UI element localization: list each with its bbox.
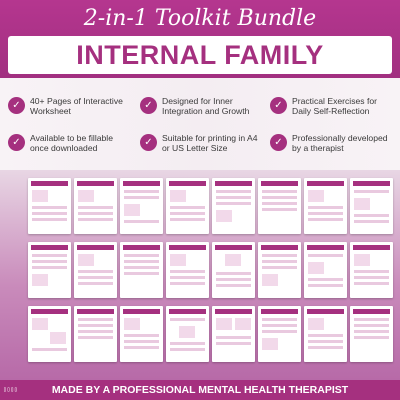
product-title: INTERNAL FAMILY SYSTEMS xyxy=(76,40,324,108)
worksheet-thumbnail xyxy=(28,178,71,234)
check-icon: ✓ xyxy=(270,134,287,151)
worksheet-thumbnail xyxy=(28,242,71,298)
worksheet-thumbnail xyxy=(120,242,163,298)
feature-text: Professionally developed by a therapist xyxy=(292,133,388,153)
worksheet-thumbnail xyxy=(74,306,117,362)
worksheet-previews xyxy=(0,170,400,380)
bundle-subtitle: 2-in-1 Toolkit Bundle xyxy=(83,6,317,31)
check-icon: ✓ xyxy=(140,134,157,151)
feature-item: ✓ Professionally developed by a therapis… xyxy=(270,133,392,153)
worksheet-thumbnail xyxy=(166,306,209,362)
worksheet-thumbnail xyxy=(212,178,255,234)
feature-text: Available to be fillable once downloaded xyxy=(30,133,113,153)
feature-item: ✓ Suitable for printing in A4 or US Lett… xyxy=(140,133,262,153)
feature-item: ✓ 40+ Pages of Interactive Worksheet xyxy=(8,96,130,116)
feature-text: Designed for Inner Integration and Growt… xyxy=(162,96,250,116)
worksheet-thumbnail xyxy=(166,178,209,234)
worksheet-thumbnail xyxy=(74,178,117,234)
footer-credit: MADE BY A PROFESSIONAL MENTAL HEALTH THE… xyxy=(51,384,349,396)
check-icon: ✓ xyxy=(140,97,157,114)
header-banner: 2-in-1 Toolkit Bundle INTERNAL FAMILY SY… xyxy=(0,0,400,108)
check-icon: ✓ xyxy=(8,134,25,151)
feature-text: Practical Exercises for Daily Self-Refle… xyxy=(292,96,378,116)
worksheet-thumbnail xyxy=(304,306,347,362)
worksheet-thumbnail xyxy=(304,178,347,234)
worksheet-thumbnail xyxy=(258,242,301,298)
brand-mark-icon: ▯▯▯▯ xyxy=(3,386,18,393)
worksheet-thumbnail xyxy=(350,178,393,234)
worksheet-thumbnail xyxy=(28,306,71,362)
feature-text: 40+ Pages of Interactive Worksheet xyxy=(30,96,123,116)
worksheet-thumbnail xyxy=(166,242,209,298)
feature-item: ✓ Available to be fillable once download… xyxy=(8,133,130,153)
feature-item: ✓ Designed for Inner Integration and Gro… xyxy=(140,96,262,116)
worksheet-thumbnail xyxy=(74,242,117,298)
feature-text: Suitable for printing in A4 or US Letter… xyxy=(162,133,258,153)
worksheet-thumbnail xyxy=(350,306,393,362)
title-band: INTERNAL FAMILY SYSTEMS xyxy=(8,36,392,108)
check-icon: ✓ xyxy=(270,97,287,114)
worksheet-thumbnail xyxy=(304,242,347,298)
worksheet-thumbnail xyxy=(258,178,301,234)
footer-banner: MADE BY A PROFESSIONAL MENTAL HEALTH THE… xyxy=(0,380,400,400)
worksheet-thumbnail xyxy=(258,306,301,362)
check-icon: ✓ xyxy=(8,97,25,114)
features-panel: ✓ 40+ Pages of Interactive Worksheet ✓ D… xyxy=(0,78,400,170)
worksheet-thumbnail xyxy=(212,306,255,362)
worksheet-thumbnail xyxy=(212,242,255,298)
feature-item: ✓ Practical Exercises for Daily Self-Ref… xyxy=(270,96,392,116)
worksheet-thumbnail xyxy=(350,242,393,298)
worksheet-thumbnail xyxy=(120,306,163,362)
worksheet-thumbnail xyxy=(120,178,163,234)
